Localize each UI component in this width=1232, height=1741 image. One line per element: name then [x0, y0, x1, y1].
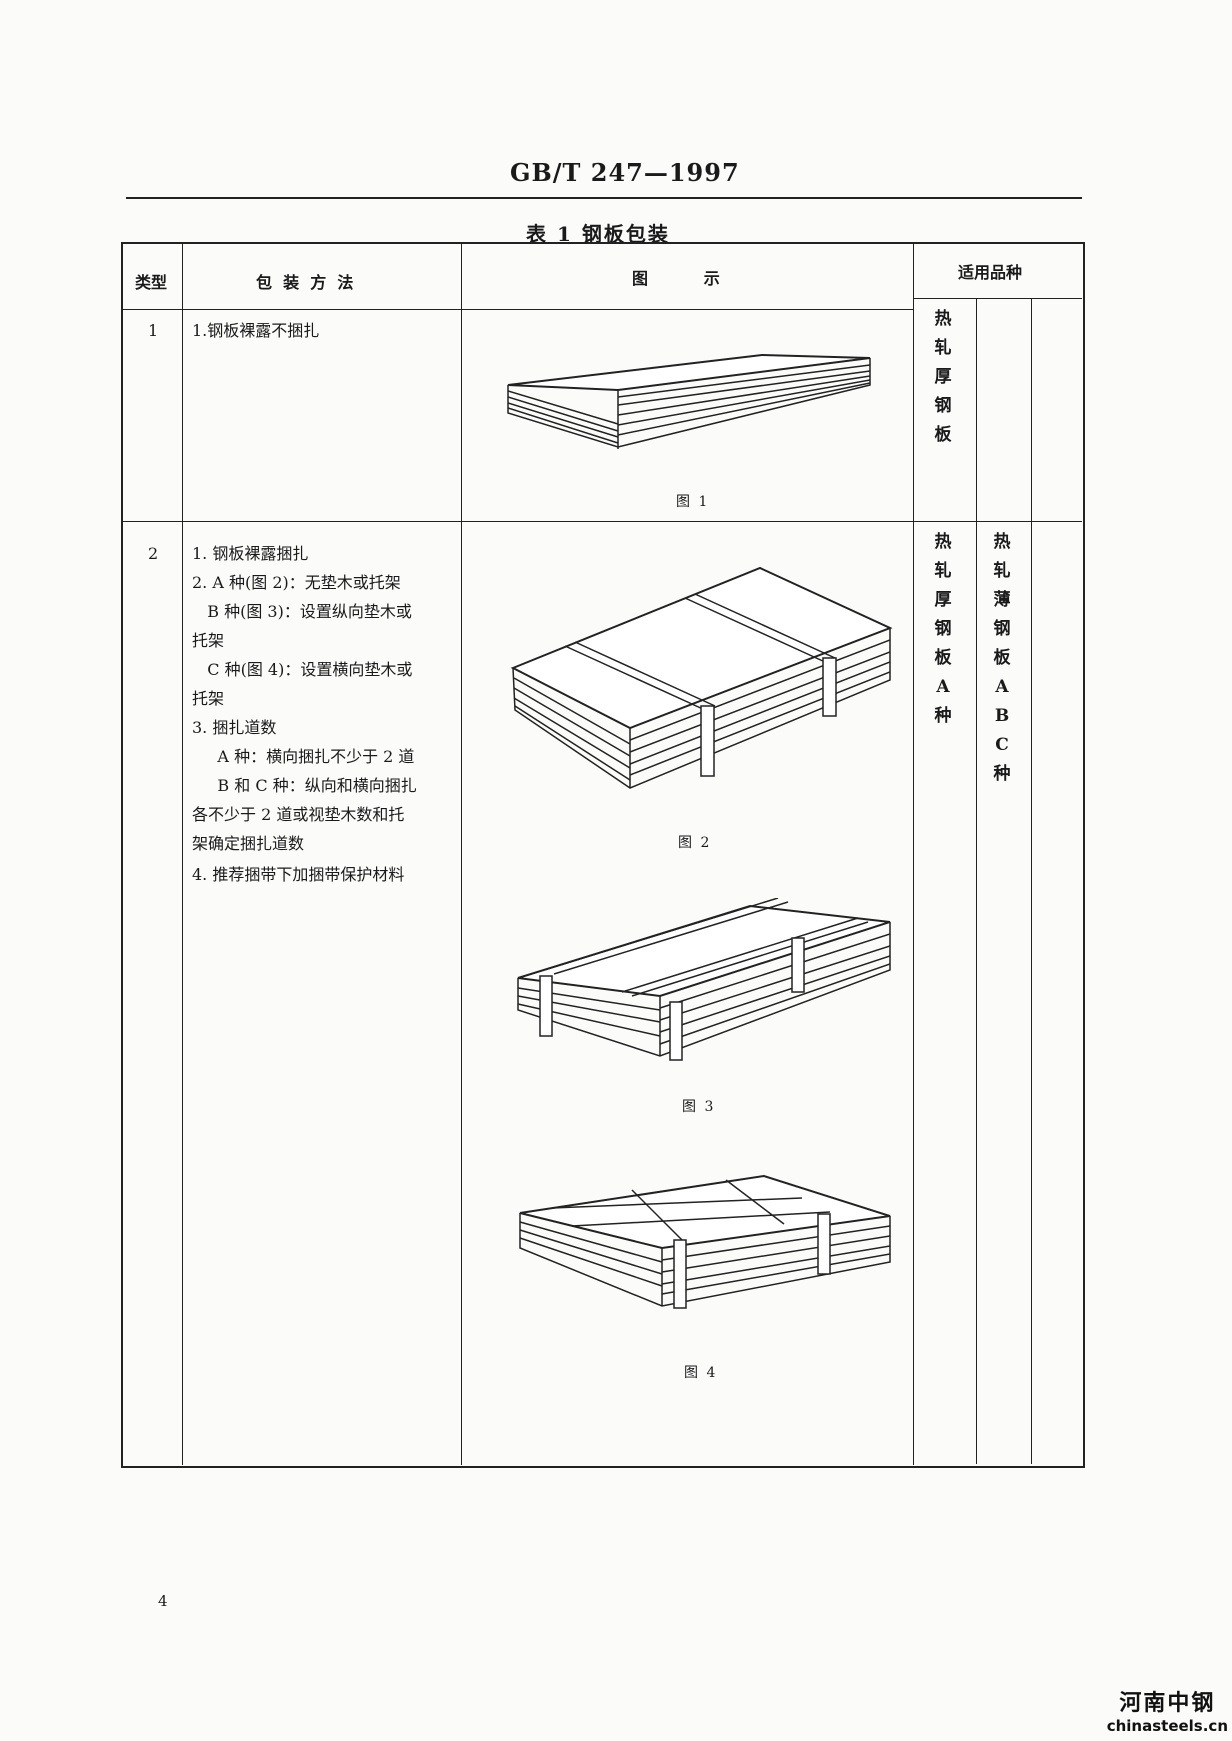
col-line-figure	[913, 243, 914, 1465]
col-line-applicable-b	[1031, 298, 1032, 1464]
header-bottom-line	[122, 309, 914, 310]
row2-method-line: A 种：横向捆扎不少于 2 道	[192, 747, 415, 766]
row2-method-line: B 和 C 种：纵向和横向捆扎	[192, 776, 417, 795]
row2-method-line: 2. A 种(图 2)：无垫木或托架	[192, 573, 401, 592]
row2-method-line: 1. 钢板裸露捆扎	[192, 544, 309, 563]
header-rule	[126, 197, 1082, 199]
figure-4-bundled-type-c	[519, 1174, 891, 1309]
figure-1-unbundled-plates	[507, 353, 871, 449]
watermark-en: chinasteels.cn	[1106, 1717, 1228, 1735]
row2-method-line: 3. 捆扎道数	[192, 718, 277, 737]
standard-number: GB/T 247—1997	[510, 158, 740, 187]
row2-method-line: C 种(图 4)：设置横向垫木或	[192, 660, 413, 679]
row1-type: 1	[148, 321, 159, 340]
header-type: 类型	[135, 273, 168, 292]
page-number: 4	[158, 1592, 168, 1610]
col-line-type	[182, 243, 183, 1465]
row2-type: 2	[148, 544, 159, 563]
header-illustration: 图 示	[632, 269, 720, 288]
figure-3-bundled-type-b	[517, 898, 891, 1061]
watermark-logo: 河南中钢 chinasteels.cn	[1107, 1685, 1228, 1735]
col-line-applicable-a	[976, 298, 977, 1464]
row2-method-line: 托架	[192, 689, 225, 708]
header-method: 包 装 方 法	[256, 273, 354, 292]
figure-2-bundled-type-a	[510, 566, 893, 789]
row2-method-line: B 种(图 3)：设置纵向垫木或	[192, 602, 412, 621]
figure-4-caption: 图 4	[684, 1365, 718, 1381]
row1-applicable-col1: 热 轧 厚 钢 板	[934, 309, 952, 445]
figure-3-caption: 图 3	[682, 1099, 716, 1115]
applicable-sub-line	[913, 298, 1082, 299]
header-applicable: 适用品种	[958, 263, 1023, 282]
row2-method-line: 托架	[192, 631, 225, 650]
row2-applicable-col1: 热 轧 厚 钢 板 A 种	[934, 532, 952, 726]
row2-method-line: 架确定捆扎道数	[192, 834, 305, 853]
watermark-cn: 河南中钢	[1119, 1691, 1216, 1716]
row1-bottom-line	[122, 521, 1082, 522]
row1-method-line: 1.钢板裸露不捆扎	[192, 321, 320, 340]
row2-method-line: 各不少于 2 道或视垫木数和托	[192, 805, 405, 824]
row2-method-line: 4. 推荐捆带下加捆带保护材料	[192, 865, 405, 884]
table-frame	[121, 242, 1085, 1468]
figure-2-caption: 图 2	[678, 835, 712, 851]
col-line-method	[461, 243, 462, 1465]
figure-1-caption: 图 1	[676, 494, 710, 510]
row2-applicable-col2: 热 轧 薄 钢 板 A B C 种	[993, 532, 1011, 784]
